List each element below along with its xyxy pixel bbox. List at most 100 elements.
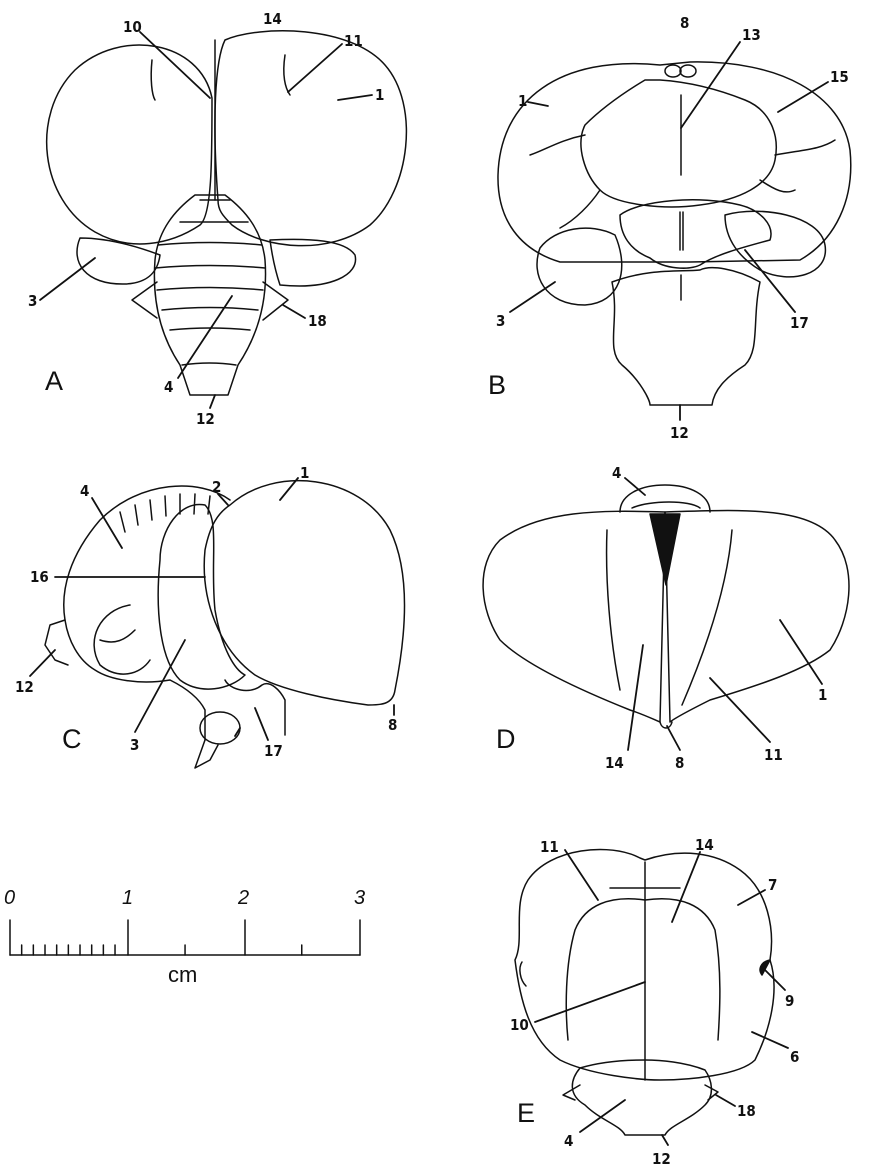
panel-b-ocellus-right [680, 65, 696, 77]
panel-d-left-eye [483, 511, 665, 722]
scale-tick-label-2: 2 [237, 887, 249, 909]
panel-b-left-lobe [537, 228, 622, 305]
panel-e-inner-left [566, 899, 645, 1040]
panel-b-label-8: 8 [680, 14, 689, 32]
panel-a-label-1: 1 [375, 86, 384, 104]
panel-d-right-groove [682, 530, 732, 705]
panel-b-central-mass [581, 80, 776, 207]
panel-b-head [498, 62, 851, 262]
panel-c-drawing: 4 2 1 16 12 3 17 8 C [15, 464, 405, 768]
panel-e-label-7: 7 [768, 876, 777, 894]
panel-a-label-11: 11 [344, 32, 363, 50]
panel-a-letter: A [45, 366, 63, 396]
panel-c-label-17: 17 [264, 742, 283, 760]
panel-b-leader-1 [528, 102, 548, 106]
panel-e-leader-11 [565, 850, 598, 900]
panel-e-drawing: 11 14 7 9 10 6 4 18 12 E [510, 836, 799, 1168]
panel-e-letter: E [517, 1098, 535, 1128]
panel-c-leader-17b [255, 708, 268, 740]
panel-a-label-14: 14 [263, 10, 282, 28]
panel-c-rib-3 [150, 500, 152, 520]
panel-b-vein-2 [560, 190, 600, 228]
panel-a-process-right [263, 282, 288, 320]
panel-a-leader-11 [288, 44, 342, 92]
panel-c-label-12: 12 [15, 678, 34, 696]
panel-c-abdomen [64, 486, 230, 740]
panel-c-rib-2 [135, 505, 138, 525]
panel-e-label-4: 4 [564, 1132, 573, 1150]
panel-a-drawing: 10 14 11 1 3 4 18 12 A [28, 10, 406, 428]
panel-c-label-3: 3 [130, 736, 139, 754]
panel-e-leader-6 [752, 1032, 788, 1048]
panel-e-label-9: 9 [785, 992, 794, 1010]
panel-b-label-15: 15 [830, 68, 849, 86]
panel-d-label-8: 8 [675, 754, 684, 772]
panel-d-leader-8 [667, 726, 680, 750]
panel-c-rib-1 [120, 512, 125, 532]
panel-a-seg4 [155, 266, 265, 269]
panel-a-seg5 [157, 288, 263, 291]
panel-e-leader-14 [672, 852, 700, 922]
panel-b-vein-3 [775, 140, 835, 155]
panel-b-leader-3 [510, 282, 555, 312]
panel-c-leader-12 [30, 650, 55, 676]
panel-c-leader-3 [135, 640, 185, 732]
panel-a-right-eye [215, 31, 406, 246]
panel-e-label-6: 6 [790, 1048, 799, 1066]
panel-e-inner-right [645, 899, 720, 1040]
panel-d-left-groove [607, 530, 620, 690]
panel-c-letter: C [62, 724, 82, 754]
panel-c-label-2: 2 [212, 478, 221, 496]
panel-d-leader-11 [710, 678, 770, 742]
panel-c-rib-4 [165, 496, 166, 516]
panel-d-label-11: 11 [764, 746, 783, 764]
panel-a-label-18: 18 [308, 312, 327, 330]
panel-d-leader-14 [628, 645, 643, 750]
panel-e-process-left [563, 1085, 580, 1100]
panel-b-label-13: 13 [742, 26, 761, 44]
panel-e-leader-10 [535, 982, 645, 1022]
panel-e-label-18: 18 [737, 1102, 756, 1120]
panel-b-label-12: 12 [670, 424, 689, 442]
scale-tick-label-3: 3 [354, 887, 365, 909]
panel-e-leader-7 [738, 890, 765, 905]
panel-a-right-lobe [270, 239, 356, 286]
panel-a-leader-3 [40, 258, 95, 300]
panel-a-leader-1 [338, 95, 372, 100]
panel-b-right-lobe [725, 211, 825, 277]
panel-c-abdomen-inner [100, 630, 135, 642]
panel-b-thorax [620, 200, 771, 268]
panel-e-label-12: 12 [652, 1150, 671, 1168]
panel-b-abdomen [612, 268, 760, 405]
panel-d-drawing: 4 1 14 11 8 D [483, 464, 849, 772]
panel-a-seg3 [158, 243, 262, 246]
panel-b-drawing: 8 13 1 15 3 17 12 B [488, 14, 851, 442]
panel-d-label-4: 4 [612, 464, 621, 482]
panel-d-letter: D [496, 724, 516, 754]
panel-b-vein-1 [530, 135, 585, 155]
panel-d-leader-4 [625, 478, 645, 495]
scale-bar-minor-ticks [22, 945, 302, 955]
panel-d-top-knob-inner [632, 502, 700, 508]
panel-d-tip [660, 722, 672, 728]
panel-d-dark-wedge [650, 514, 680, 585]
scale-tick-label-0: 0 [4, 887, 15, 909]
panel-e-label-10: 10 [510, 1016, 529, 1034]
panel-c-lobe [158, 504, 245, 689]
panel-e-leader-18 [716, 1095, 735, 1106]
panel-e-label-11: 11 [540, 838, 559, 856]
panel-b-label-17: 17 [790, 314, 809, 332]
panel-e-leader-9 [765, 970, 785, 990]
panel-b-vein-4 [760, 180, 795, 192]
panel-a-groove-left [151, 60, 155, 100]
panel-e-left-notch [520, 962, 526, 986]
panel-a-label-12: 12 [196, 410, 215, 428]
panel-c-label-8: 8 [388, 716, 397, 734]
panel-b-letter: B [488, 370, 506, 400]
panel-a-seg8 [182, 363, 236, 365]
scale-bar: 0 1 2 3 cm [4, 887, 365, 987]
panel-a-seg6 [162, 308, 258, 311]
panel-e-leader-12 [662, 1135, 668, 1145]
panel-b-ocellus-left [665, 65, 681, 77]
